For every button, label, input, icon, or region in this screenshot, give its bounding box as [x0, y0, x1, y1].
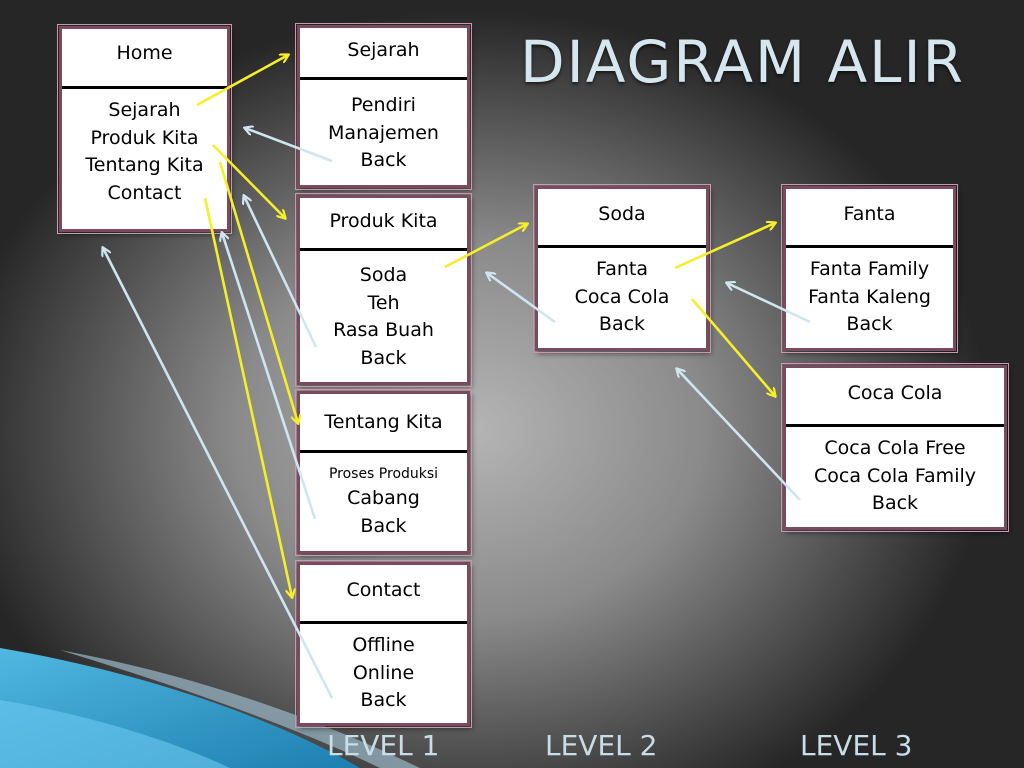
box-home-body: Sejarah Produk Kita Tentang Kita Contact	[62, 89, 227, 207]
box-item: Back	[360, 689, 407, 711]
box-coca-cola: Coca Cola Coca Cola Free Coca Cola Famil…	[781, 363, 1009, 532]
box-sejarah-header: Sejarah	[300, 28, 467, 80]
box-soda-body: Fanta Coca Cola Back	[538, 248, 706, 339]
diagram-title: DIAGRAM ALIR	[520, 28, 965, 96]
box-item: Manajemen	[328, 121, 439, 144]
box-item: Pendiri	[351, 94, 416, 116]
box-contact-header: Contact	[300, 565, 467, 624]
box-sejarah-body: Pendiri Manajemen Back	[300, 80, 467, 175]
box-contact-body: Offline Online Back	[300, 624, 467, 715]
box-item: Fanta Kaleng	[808, 285, 931, 308]
box-item: Coca Cola Family	[813, 464, 976, 487]
box-home-header: Home	[62, 29, 227, 89]
box-item: Back	[360, 514, 407, 537]
box-item: Tentang Kita	[85, 154, 204, 176]
box-soda-header: Soda	[538, 189, 706, 248]
box-item: Fanta	[596, 258, 648, 280]
box-produk-kita-body: Soda Teh Rasa Buah Back	[300, 251, 467, 372]
box-item: Back	[871, 492, 919, 514]
box-produk-kita-header: Produk Kita	[300, 198, 467, 251]
box-item: Contact	[107, 181, 182, 204]
box-produk-kita: Produk Kita Soda Teh Rasa Buah Back	[295, 193, 472, 387]
box-item: Sejarah	[108, 99, 181, 121]
box-item: Produk Kita	[90, 126, 199, 149]
box-fanta: Fanta Fanta Family Fanta Kaleng Back	[781, 184, 958, 353]
box-item: Proses Produksi	[328, 466, 439, 482]
box-fanta-body: Fanta Family Fanta Kaleng Back	[786, 248, 953, 339]
box-coca-cola-body: Coca Cola Free Coca Cola Family Back	[786, 427, 1004, 518]
box-item: Fanta Family	[809, 258, 930, 280]
box-fanta-header: Fanta	[786, 189, 953, 248]
level-3-label: LEVEL 3	[800, 729, 913, 762]
box-item: Offline	[352, 634, 415, 656]
box-item: Back	[360, 346, 407, 369]
box-item: Back	[360, 149, 407, 171]
box-tentang-kita-header: Tentang Kita	[300, 394, 467, 453]
box-item: Soda	[359, 264, 408, 286]
box-tentang-kita: Tentang Kita Proses Produksi Cabang Back	[295, 389, 472, 556]
box-item: Cabang	[347, 487, 420, 509]
box-soda: Soda Fanta Coca Cola Back	[533, 184, 711, 353]
box-item: Coca Cola	[574, 285, 670, 308]
box-tentang-kita-body: Proses Produksi Cabang Back	[300, 453, 467, 540]
level-1-label: LEVEL 1	[327, 729, 440, 762]
box-item: Teh	[367, 291, 400, 314]
box-item: Online	[352, 661, 415, 684]
box-item: Coca Cola Free	[824, 437, 966, 459]
box-item: Rasa Buah	[333, 319, 434, 341]
level-2-label: LEVEL 2	[545, 729, 658, 762]
box-contact: Contact Offline Online Back	[295, 560, 472, 728]
box-item: Back	[846, 313, 893, 335]
box-home: Home Sejarah Produk Kita Tentang Kita Co…	[57, 24, 232, 234]
box-coca-cola-header: Coca Cola	[786, 368, 1004, 427]
box-sejarah: Sejarah Pendiri Manajemen Back	[295, 23, 472, 190]
box-item: Back	[598, 313, 646, 335]
